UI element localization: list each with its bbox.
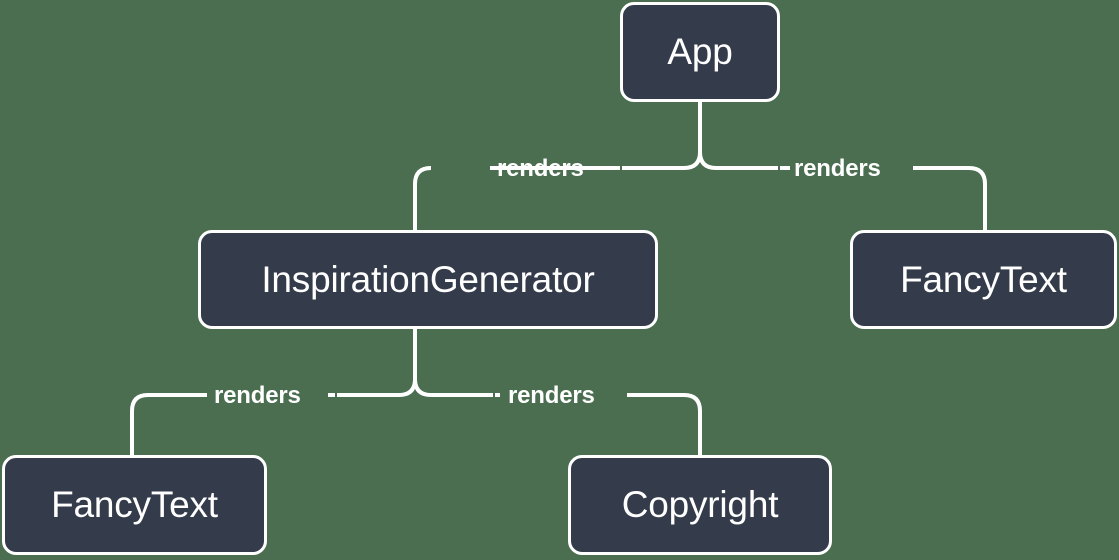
- node-fancytext-bottom-left[interactable]: FancyText: [2, 455, 267, 555]
- edge-ig-stem-right: [413, 329, 493, 397]
- node-inspiration-generator[interactable]: InspirationGenerator: [198, 230, 658, 329]
- edge-app-stem: [622, 102, 702, 170]
- edge-app-stem-right: [698, 102, 778, 170]
- edge-ig-stem-left: [337, 329, 417, 397]
- node-fancytext-right[interactable]: FancyText: [850, 230, 1117, 329]
- node-app-label: App: [667, 31, 733, 72]
- node-fancytext-bottom-left-label: FancyText: [51, 484, 218, 525]
- edge-label-app-to-fancytext-right: renders: [794, 155, 881, 182]
- node-copyright[interactable]: Copyright: [568, 455, 832, 555]
- node-copyright-label: Copyright: [621, 484, 779, 525]
- edge-label-inspiration-generator-to-fancytext: renders: [214, 382, 301, 409]
- node-app[interactable]: App: [620, 2, 780, 102]
- edge-label-inspiration-generator-to-copyright: renders: [508, 382, 595, 409]
- node-fancytext-right-label: FancyText: [900, 258, 1067, 300]
- node-inspiration-generator-label: InspirationGenerator: [261, 258, 595, 300]
- edge-label-app-to-inspiration-generator: renders: [497, 155, 584, 182]
